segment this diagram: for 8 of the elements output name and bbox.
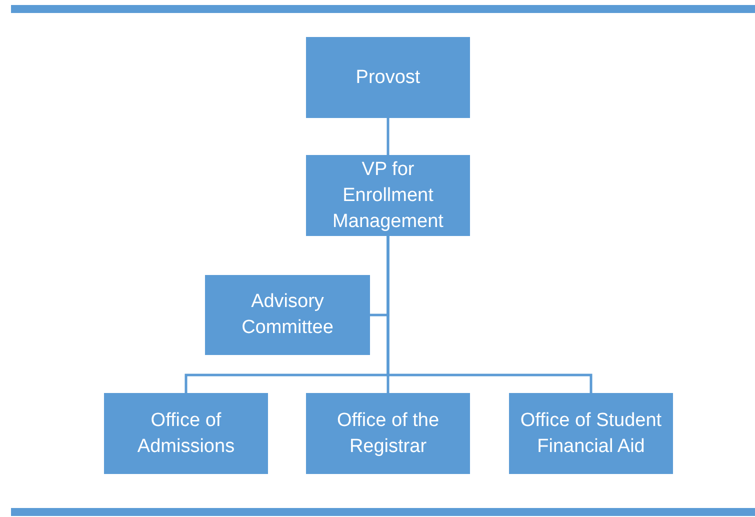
org-box: Office of the Registrar [306,393,470,474]
org-box: Office of Admissions [104,393,268,474]
org-box: Advisory Committee [205,275,370,355]
org-box: Office of Student Financial Aid [509,393,673,474]
org-box: VP for Enrollment Management [306,155,470,236]
connector-line [386,236,592,393]
connector-line [386,118,390,155]
org-box: Provost [306,37,470,118]
